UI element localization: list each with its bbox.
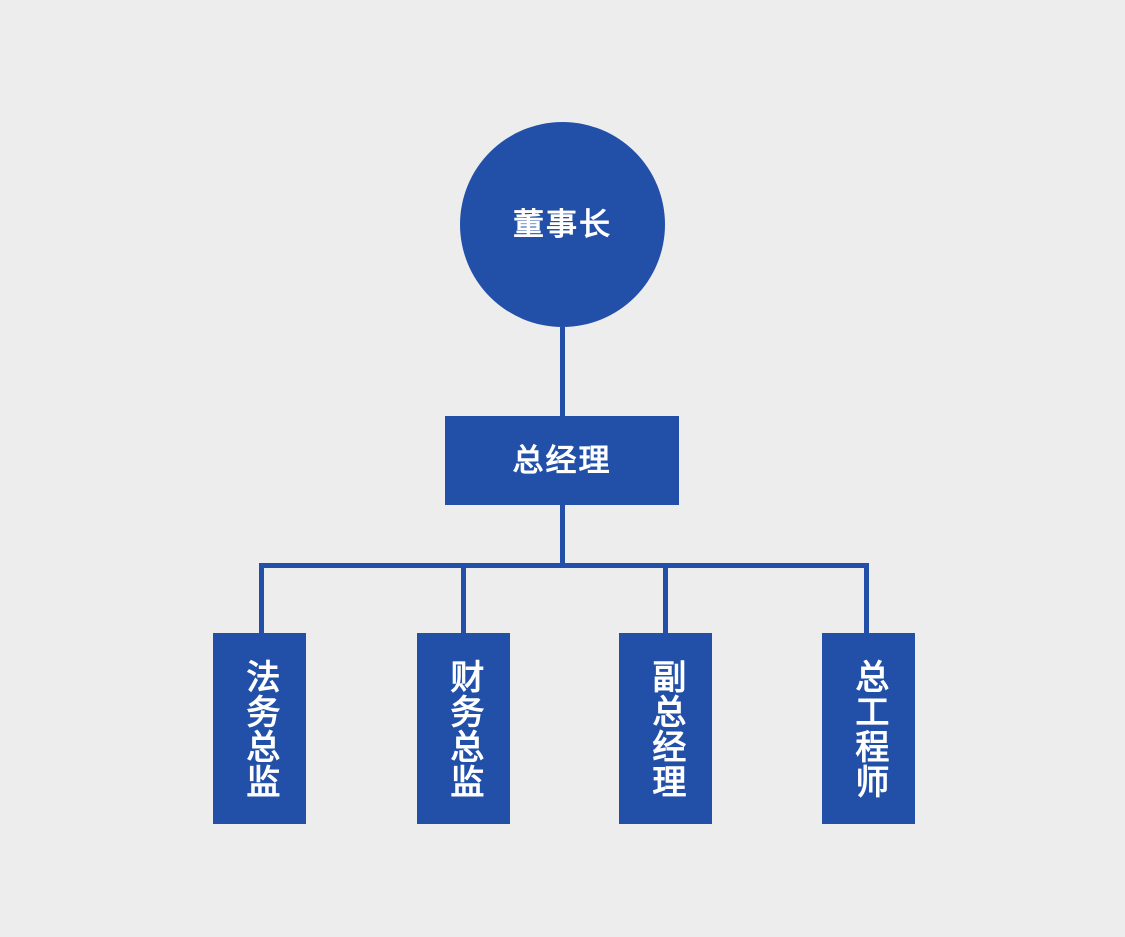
- node-chairman[interactable]: 董事长: [460, 122, 665, 327]
- node-chairman-label: 董事长: [513, 207, 612, 242]
- node-finance-director-label: 财务总监: [444, 658, 483, 799]
- connector-drop-deputy-gm: [663, 563, 668, 634]
- node-finance-director[interactable]: 财务总监: [417, 633, 510, 824]
- connector-drop-finance-director: [461, 563, 466, 634]
- connector-gm-stem: [560, 505, 565, 565]
- connector-horizontal-bus: [259, 563, 869, 568]
- node-chief-engineer-label: 总工程师: [849, 658, 888, 799]
- node-legal-director-label: 法务总监: [240, 658, 279, 799]
- node-general-manager[interactable]: 总经理: [445, 416, 679, 505]
- node-general-manager-label: 总经理: [512, 443, 612, 478]
- node-chief-engineer[interactable]: 总工程师: [822, 633, 915, 824]
- node-deputy-general-manager-label: 副总经理: [646, 658, 685, 799]
- connector-chairman-to-gm: [560, 327, 565, 417]
- connector-drop-legal-director: [259, 563, 264, 634]
- node-legal-director[interactable]: 法务总监: [213, 633, 306, 824]
- connector-drop-chief-engineer: [864, 563, 869, 634]
- node-deputy-general-manager[interactable]: 副总经理: [619, 633, 712, 824]
